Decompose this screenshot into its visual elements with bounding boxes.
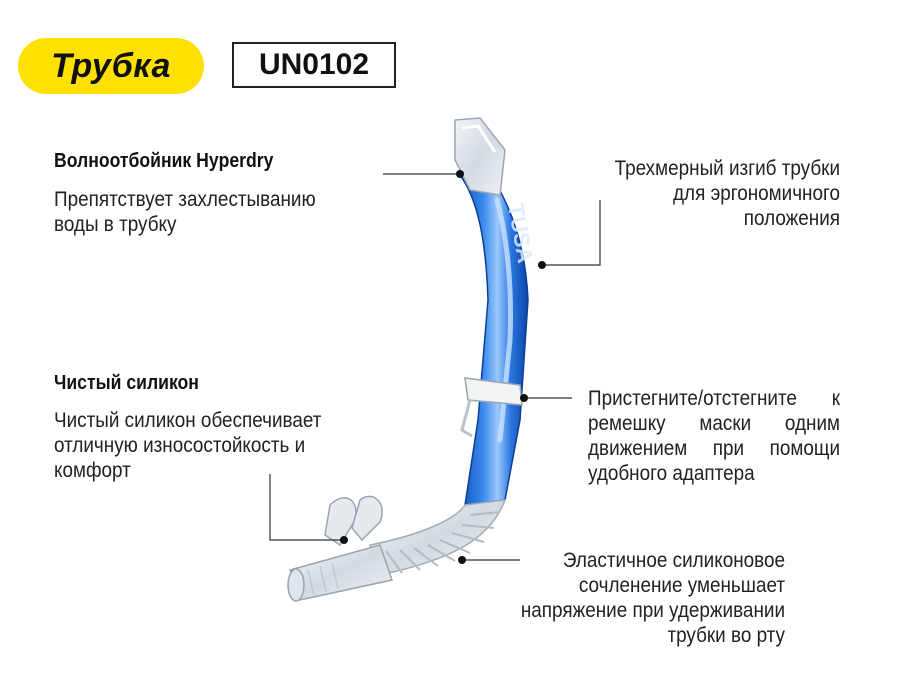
leader-dots bbox=[340, 170, 546, 564]
silicone-title: Чистый силикон bbox=[54, 372, 199, 394]
title-badge: Трубка bbox=[18, 38, 204, 94]
product-code: UN0102 bbox=[258, 48, 370, 81]
joint-text: Эластичное силиконовое сочленение уменьш… bbox=[520, 549, 785, 647]
product-code-box: UN0102 bbox=[232, 42, 396, 88]
silicone-text: Чистый силикон обеспечивает отличную изн… bbox=[54, 409, 322, 482]
splash-guard-text: Препятствует захлестыванию воды в трубку bbox=[54, 188, 316, 236]
clip-adapter bbox=[464, 377, 523, 406]
mouthpiece bbox=[287, 495, 393, 602]
title-text: Трубка bbox=[51, 46, 171, 85]
leader-lines bbox=[269, 173, 601, 561]
splash-guard bbox=[454, 117, 506, 196]
clip-text: Пристегните/отстегните к ремешку маски о… bbox=[588, 387, 840, 485]
flex-joint bbox=[369, 499, 507, 576]
splash-guard-title: Волноотбойник Hyperdry bbox=[54, 150, 274, 172]
bend-text: Трехмерный изгиб трубки для эргономичног… bbox=[614, 157, 840, 230]
